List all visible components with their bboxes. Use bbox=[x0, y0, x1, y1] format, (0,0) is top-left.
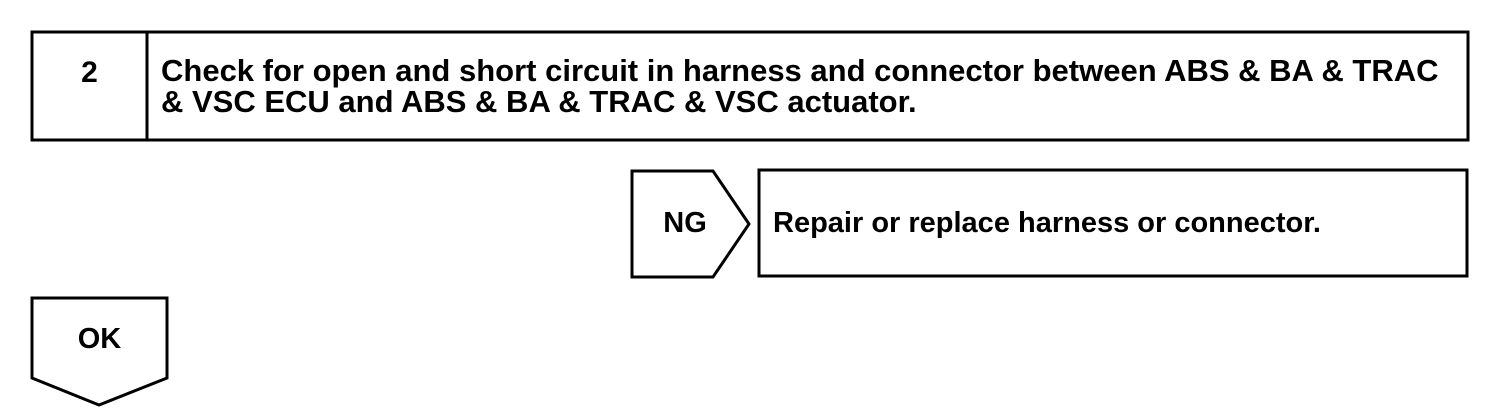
ok-arrow bbox=[30, 296, 169, 407]
ng-label: NG bbox=[663, 207, 707, 239]
ok-label: OK bbox=[77, 323, 122, 355]
ng-result-text: Repair or replace harness or connector. bbox=[773, 207, 1321, 239]
step-title: Check for open and short circuit in harn… bbox=[161, 53, 1439, 119]
ng-result-box bbox=[757, 168, 1469, 278]
step-box bbox=[30, 30, 1470, 142]
ng-arrow bbox=[630, 169, 751, 279]
step-number: 2 bbox=[81, 56, 98, 89]
